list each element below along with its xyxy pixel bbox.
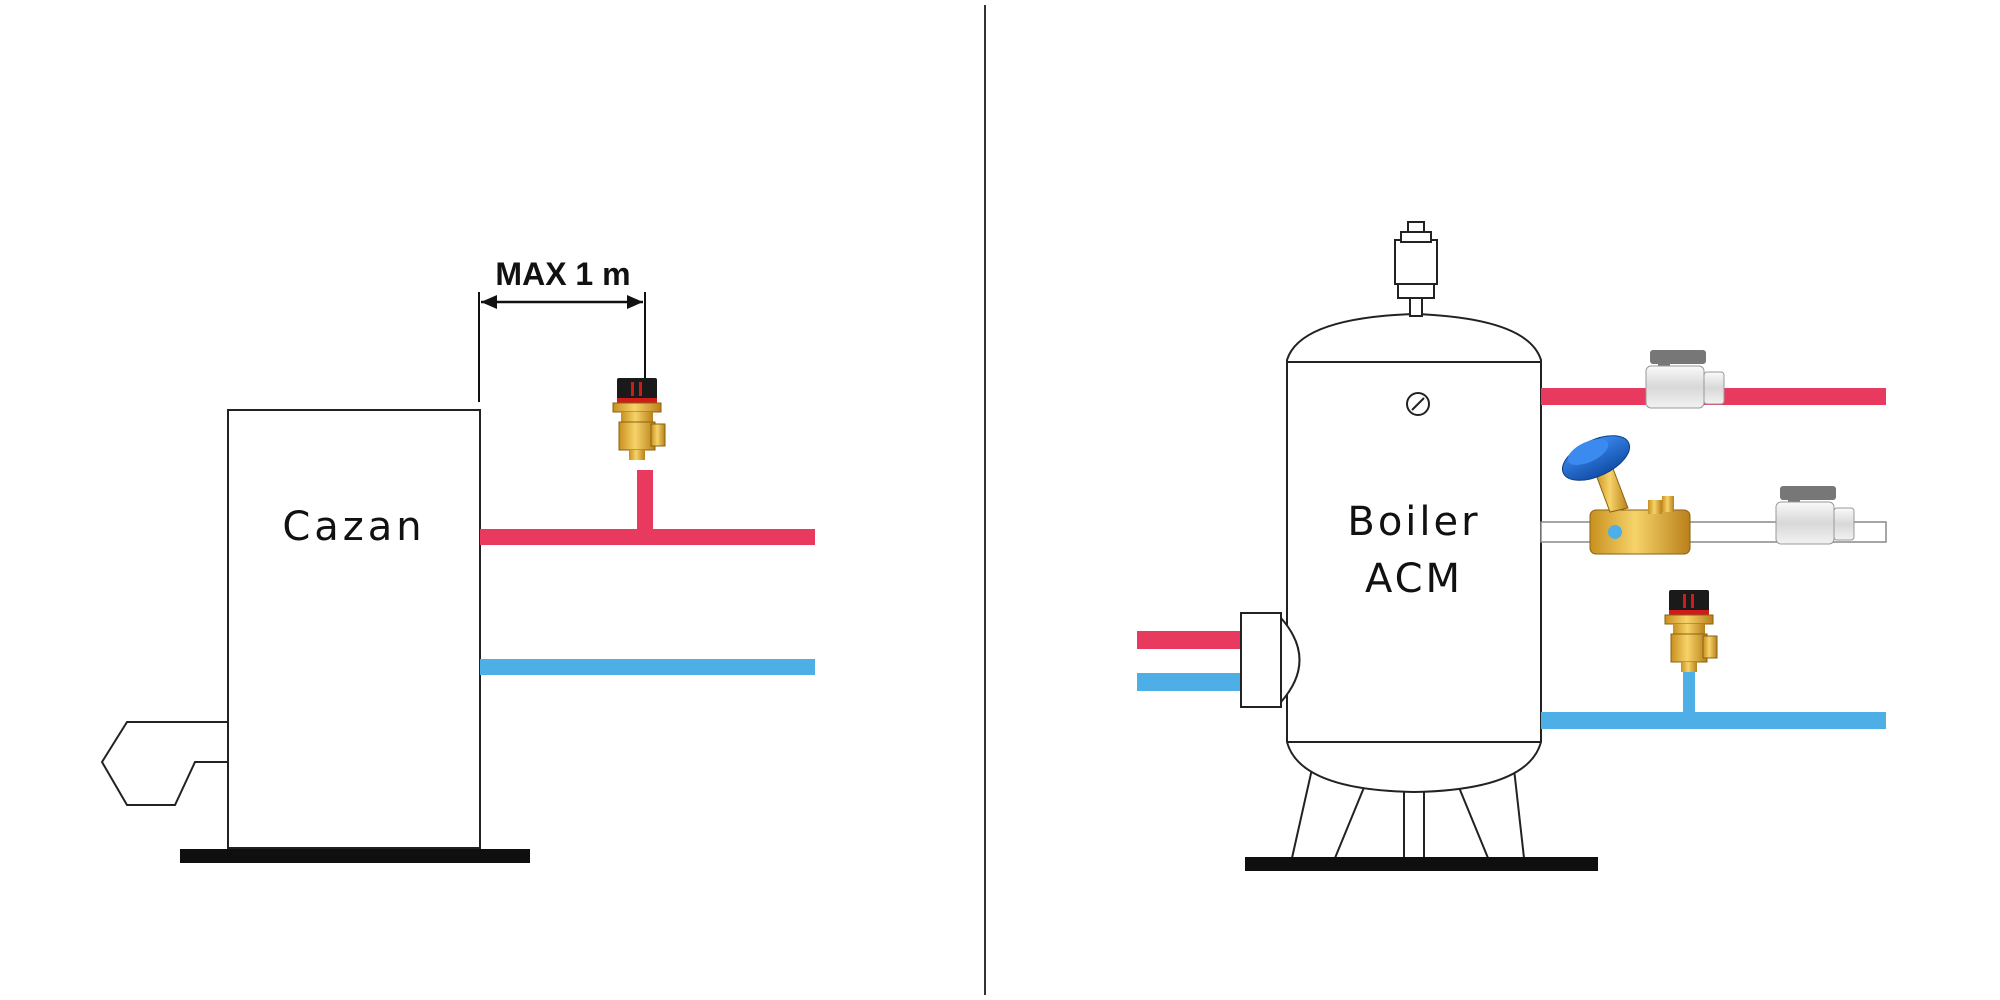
- tank-label-line1: Boiler: [1347, 499, 1480, 545]
- tank-base: [1245, 857, 1598, 871]
- boiler-tank: [1286, 312, 1542, 794]
- hot-riser-left: [637, 470, 653, 532]
- boiler-body: [227, 409, 481, 849]
- burner-outline: [100, 721, 228, 806]
- coil-flange: [1137, 612, 1301, 708]
- cold-pipe-right: [1541, 712, 1886, 729]
- boiler-base: [180, 849, 530, 863]
- boiler-label: Cazan: [282, 504, 425, 550]
- safety-relief-valve-icon-right: [1664, 590, 1718, 714]
- balancing-valve-icon: [1561, 435, 1691, 555]
- safety-relief-valve-icon: [612, 378, 666, 460]
- left-panel: Cazan MAX 1 m: [100, 256, 815, 863]
- hot-pipe-left: [480, 529, 815, 545]
- ball-valve-icon-2: [1775, 486, 1855, 545]
- distance-label: MAX 1 m: [495, 256, 630, 292]
- cold-pipe-left: [480, 659, 815, 675]
- tank-legs: [1291, 759, 1525, 859]
- dimension-arrow-left: [481, 295, 497, 309]
- right-panel: Boiler ACM: [1137, 221, 1887, 871]
- tank-label-line2: ACM: [1365, 556, 1463, 602]
- thermometer-gauge-icon: [1406, 392, 1430, 416]
- air-vent-icon: [1394, 221, 1438, 317]
- ball-valve-icon: [1645, 350, 1725, 409]
- dimension-arrow-right: [627, 295, 643, 309]
